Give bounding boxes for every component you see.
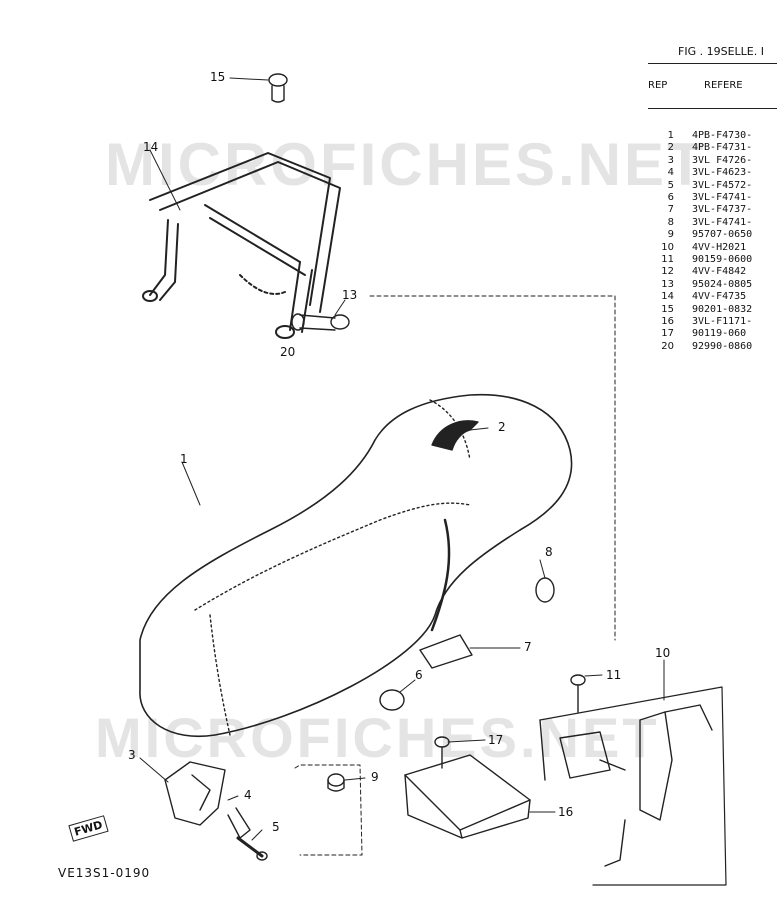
callout-17: 17 — [488, 733, 504, 747]
row-rep: 14 — [661, 291, 674, 303]
screw-17 — [434, 736, 450, 769]
row-reference: 3VL-F4737- — [692, 204, 753, 216]
row-reference: 4VV-F4842 — [692, 266, 747, 278]
row-reference: 4PB-F4730- — [692, 130, 753, 141]
callout-8: 8 — [545, 545, 553, 559]
row-reference: 3VL-F4741- — [692, 216, 753, 228]
callout-9: 9 — [371, 770, 379, 784]
row-rep: 1 — [667, 130, 674, 141]
damper-8 — [535, 577, 555, 603]
row-rep: 16 — [661, 316, 674, 327]
seat — [139, 393, 573, 738]
callout-6: 6 — [415, 668, 423, 682]
callout-4: 4 — [244, 788, 252, 802]
row-reference: 95024-0805 — [692, 278, 753, 290]
callout-15: 15 — [210, 70, 226, 84]
row-rep: 7 — [667, 204, 674, 216]
row-reference: 92990-0860 — [692, 340, 753, 352]
row-reference: 3VL-F4572- — [692, 179, 753, 191]
nut-9 — [327, 773, 345, 792]
row-reference: 4PB-F4731- — [692, 142, 753, 154]
row-rep: 5 — [667, 179, 674, 191]
storage-tray — [404, 754, 531, 839]
row-rep: 9 — [667, 229, 674, 241]
row-rep: 20 — [661, 340, 674, 352]
callout-10: 10 — [655, 646, 671, 660]
parts-table: FIG . 19SELLE. I REP REFERE 1 4PB-F4730- 2… — [648, 40, 777, 400]
callout-16: 16 — [558, 805, 574, 819]
row-reference: 4VV-F4735 — [692, 291, 747, 303]
watermark-top: MICROFICHES.NET — [105, 131, 707, 198]
leader-lines — [139, 77, 665, 856]
row-reference: 90119-060 — [692, 328, 747, 340]
seat-hook — [164, 761, 268, 861]
row-reference: 90159-0600 — [692, 254, 753, 265]
row-rep: 10 — [661, 241, 674, 253]
drawing-code: VE13S1-0190 — [58, 866, 151, 880]
row-reference: 3VL-F4741- — [692, 192, 753, 203]
callout-14: 14 — [143, 140, 159, 154]
callout-20: 20 — [280, 345, 296, 359]
row-reference: 3VL-F4623- — [692, 167, 753, 179]
row-rep: 17 — [661, 328, 674, 340]
damper-6 — [379, 689, 405, 711]
row-reference: 95707-0650 — [692, 229, 753, 241]
figure-title: FIG . 19SELLE. I — [678, 45, 764, 58]
seat-emblem — [431, 420, 479, 451]
row-reference: 4VV-H2021 — [692, 241, 747, 253]
header-rule-bottom — [648, 108, 777, 109]
row-rep: 15 — [661, 303, 674, 315]
row-rep: 11 — [661, 254, 674, 265]
callout-3: 3 — [128, 748, 136, 762]
row-reference: 90201-0832 — [692, 303, 753, 315]
grab-rail — [142, 152, 341, 339]
callout-2: 2 — [498, 420, 506, 434]
screw-11 — [570, 674, 586, 713]
callout-11: 11 — [606, 668, 622, 682]
column-header-reference: REFERE — [704, 80, 743, 91]
row-rep: 12 — [661, 266, 674, 278]
row-rep: 4 — [667, 167, 674, 179]
bracket-7 — [419, 634, 473, 669]
row-rep: 3 — [667, 154, 674, 166]
callout-1: 1 — [180, 452, 188, 466]
callout-13: 13 — [342, 288, 358, 302]
seat-lock-assembly — [539, 686, 727, 886]
row-reference: 3VL F4726- — [692, 154, 753, 166]
row-rep: 13 — [661, 278, 674, 290]
row-rep: 2 — [667, 142, 674, 154]
bolt-15 — [268, 73, 288, 103]
row-reference: 3VL-F1171- — [692, 316, 753, 327]
callout-5: 5 — [272, 820, 280, 834]
bolt-13 — [291, 313, 350, 331]
header-rule-top — [648, 63, 777, 64]
row-rep: 6 — [667, 192, 674, 203]
callout-7: 7 — [524, 640, 532, 654]
row-rep: 8 — [667, 216, 674, 228]
column-header-rep: REP — [648, 80, 668, 91]
